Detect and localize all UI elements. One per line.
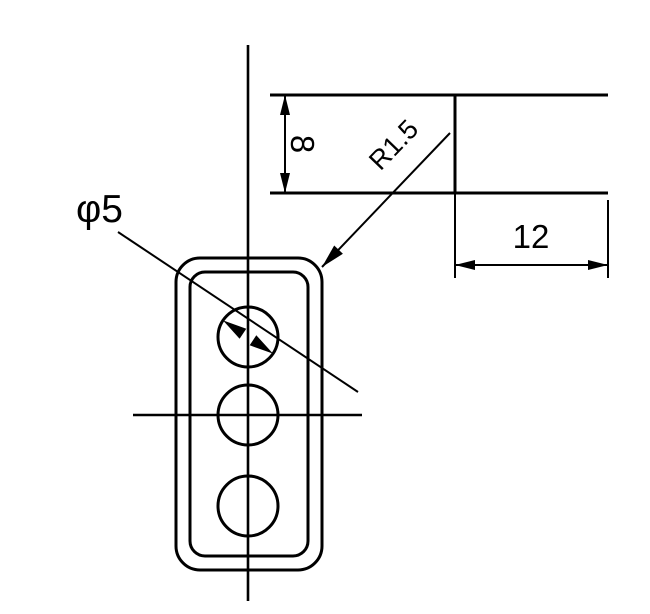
edge-distance-arrow-right-icon xyxy=(588,260,608,270)
thickness-arrow-up-icon xyxy=(280,95,290,115)
hole-diameter-leader-line xyxy=(117,231,359,393)
corner-radius-label: R1.5 xyxy=(363,114,424,176)
hole-circle-top xyxy=(216,305,280,369)
hole-diameter-arrow-upleft-icon xyxy=(223,320,247,339)
corner-radius-arrow-icon xyxy=(322,245,343,267)
inner-slot-outline xyxy=(188,270,310,558)
thickness-arrow-down-icon xyxy=(280,173,290,193)
corner-radius-leader-line xyxy=(321,132,451,268)
hole-diameter-label: φ5 xyxy=(76,188,123,231)
edge-distance-dim-label: 12 xyxy=(513,218,550,255)
hole-diameter-arrow-downright-icon xyxy=(249,335,273,354)
hole-circle-middle xyxy=(216,383,280,447)
outer-plate-outline xyxy=(174,256,324,572)
thickness-dim-label: 8 xyxy=(284,135,321,153)
edge-distance-arrow-left-icon xyxy=(455,260,475,270)
hole-circle-bottom xyxy=(216,474,280,538)
